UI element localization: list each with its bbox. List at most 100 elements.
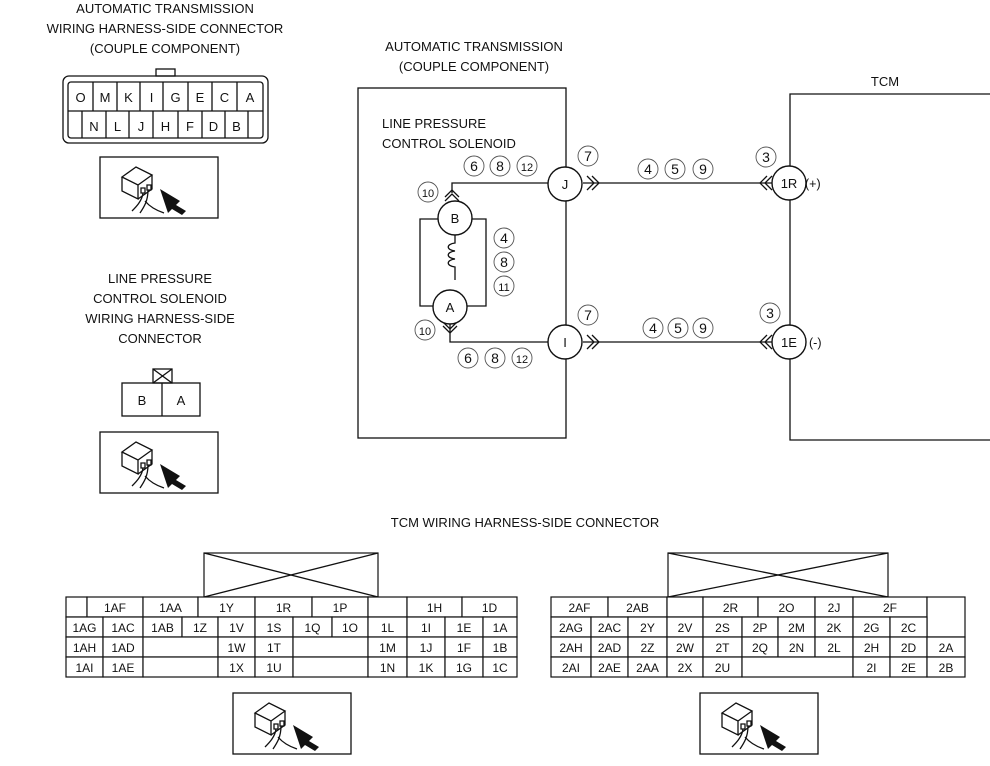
svg-text:3: 3 [766, 305, 774, 321]
pin-cell: 2G [852, 616, 891, 638]
terminal-j: J [547, 166, 583, 202]
pin-cell: 1AC [102, 616, 144, 638]
svg-text:1T: 1T [267, 641, 282, 655]
svg-text:B: B [138, 393, 147, 408]
pin-cell: 1AD [102, 636, 144, 658]
svg-text:1N: 1N [380, 661, 395, 675]
pin-cell: 1K [406, 656, 446, 678]
svg-text:2Q: 2Q [752, 641, 768, 655]
pin-cell: 1O [331, 616, 369, 638]
circled-number: 10 [417, 181, 439, 203]
svg-text:A: A [177, 393, 186, 408]
pin-cell: 2W [666, 636, 704, 658]
svg-text:CONTROL SOLENOID: CONTROL SOLENOID [93, 291, 227, 306]
at-component-title: AUTOMATIC TRANSMISSION (COUPLE COMPONENT… [385, 39, 563, 74]
circled-number: 3 [755, 146, 777, 168]
empty-cell [65, 596, 88, 618]
pin-cell: 1G [444, 656, 484, 678]
solenoid-connector-face: B A [121, 368, 201, 417]
circled-number: 6 [457, 347, 479, 369]
circled-number: 4 [493, 227, 515, 249]
at-connector-pin: I [150, 90, 154, 105]
svg-text:2X: 2X [678, 661, 693, 675]
tcm-title: TCM [871, 74, 899, 89]
pin-cell: 2R [702, 596, 759, 618]
pin-cell: 2AD [590, 636, 629, 658]
svg-text:2V: 2V [678, 621, 693, 635]
pin-cell: 2O [757, 596, 816, 618]
pin-cell: 2AA [627, 656, 668, 678]
svg-text:1E: 1E [457, 621, 472, 635]
svg-text:1Q: 1Q [304, 621, 320, 635]
svg-text:2AH: 2AH [559, 641, 582, 655]
svg-text:2G: 2G [863, 621, 879, 635]
pin-cell: 1A [482, 616, 518, 638]
pin-cell: 1H [406, 596, 463, 618]
svg-text:CONNECTOR: CONNECTOR [118, 331, 202, 346]
pin-cell: 2AI [550, 656, 592, 678]
empty-cell [926, 596, 966, 638]
svg-text:1C: 1C [492, 661, 508, 675]
svg-text:1M: 1M [379, 641, 396, 655]
svg-text:2L: 2L [827, 641, 841, 655]
svg-text:2H: 2H [864, 641, 879, 655]
svg-text:2Y: 2Y [640, 621, 655, 635]
pin-cell: 2L [814, 636, 854, 658]
svg-text:2W: 2W [676, 641, 695, 655]
svg-text:2AG: 2AG [559, 621, 583, 635]
pin-cell: 1T [254, 636, 294, 658]
svg-text:2AE: 2AE [598, 661, 621, 675]
at-connector-pin: D [209, 119, 218, 134]
svg-text:1K: 1K [419, 661, 434, 675]
svg-text:1AA: 1AA [159, 601, 182, 615]
circled-number: 9 [692, 317, 714, 339]
svg-text:1AI: 1AI [75, 661, 93, 675]
circled-number: 4 [642, 317, 664, 339]
svg-text:4: 4 [649, 320, 657, 336]
svg-text:1W: 1W [228, 641, 247, 655]
connector-chevron-icons [442, 175, 773, 350]
empty-cell [741, 656, 854, 678]
svg-text:2C: 2C [901, 621, 917, 635]
svg-text:2P: 2P [753, 621, 768, 635]
svg-text:LINE PRESSURE: LINE PRESSURE [108, 271, 212, 286]
pin-cell: 1F [444, 636, 484, 658]
pin-cell: 2AH [550, 636, 592, 658]
pin-cell: 2Q [741, 636, 779, 658]
svg-text:2AA: 2AA [636, 661, 659, 675]
at-connector-pin: A [246, 90, 255, 105]
svg-text:1AH: 1AH [73, 641, 96, 655]
svg-text:1V: 1V [229, 621, 244, 635]
svg-text:2R: 2R [723, 601, 739, 615]
svg-text:1AF: 1AF [104, 601, 126, 615]
svg-text:2S: 2S [715, 621, 730, 635]
svg-text:5: 5 [671, 161, 679, 177]
pin-cell: 2D [889, 636, 928, 658]
pin-cell: 1B [482, 636, 518, 658]
svg-text:3: 3 [762, 149, 770, 165]
pin-cell: 1AI [65, 656, 104, 678]
pin-cell: 2T [702, 636, 743, 658]
pin-cell: 1Y [197, 596, 256, 618]
at-component-box [357, 87, 567, 439]
pin-cell: 2Y [627, 616, 668, 638]
svg-text:2A: 2A [939, 641, 954, 655]
connector-harness-view-icon [99, 431, 219, 494]
svg-text:2Z: 2Z [640, 641, 654, 655]
circled-number: 8 [489, 155, 511, 177]
circled-number: 6 [463, 155, 485, 177]
at-connector-pin: N [89, 119, 98, 134]
pin-cell: 2S [702, 616, 743, 638]
svg-text:1AB: 1AB [151, 621, 174, 635]
circled-number: 5 [667, 317, 689, 339]
svg-text:11: 11 [498, 282, 509, 294]
circled-number: 10 [414, 319, 436, 341]
svg-text:2AB: 2AB [626, 601, 649, 615]
terminal-1e: 1E [771, 324, 807, 360]
svg-text:WIRING HARNESS-SIDE CONNECTOR: WIRING HARNESS-SIDE CONNECTOR [47, 21, 284, 36]
at-connector-pin: J [138, 119, 145, 134]
svg-text:2U: 2U [715, 661, 730, 675]
svg-text:1R: 1R [276, 601, 292, 615]
connector-harness-view-icon [232, 692, 352, 755]
